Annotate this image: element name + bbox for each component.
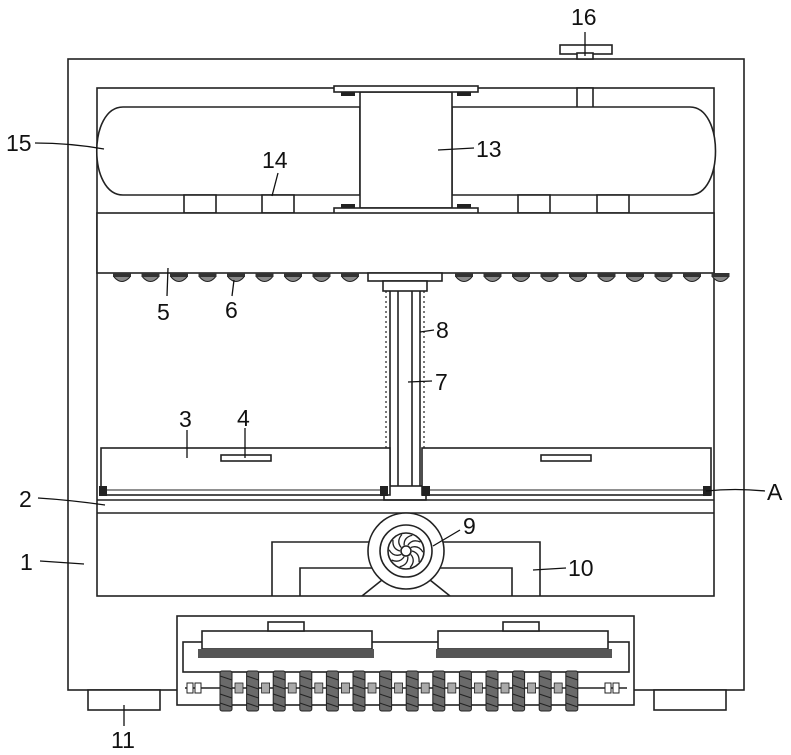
label-13: 13 — [476, 136, 502, 162]
nozzle — [313, 273, 331, 282]
label-11: 11 — [111, 727, 135, 753]
nozzle — [598, 273, 616, 282]
label-1: 1 — [20, 549, 33, 575]
roller-spacer — [235, 683, 243, 693]
roller-spacer — [474, 683, 482, 693]
roller-assembly — [177, 616, 634, 711]
roller — [353, 671, 365, 711]
roller-spacer — [421, 683, 429, 693]
nozzle — [341, 273, 359, 282]
nozzle — [512, 273, 530, 282]
label-7: 7 — [435, 369, 448, 395]
roller — [406, 671, 418, 711]
nozzle — [626, 273, 644, 282]
roller-end-cap — [187, 683, 193, 693]
nozzle — [569, 273, 587, 282]
label-9: 9 — [463, 513, 476, 539]
roller-spacer — [554, 683, 562, 693]
label-4: 4 — [237, 405, 250, 431]
roller — [486, 671, 498, 711]
roller — [247, 671, 259, 711]
roller — [513, 671, 525, 711]
roller — [273, 671, 285, 711]
label-2: 2 — [19, 486, 32, 512]
roller-end-cap — [605, 683, 611, 693]
roller — [220, 671, 232, 711]
roller-spacer — [368, 683, 376, 693]
label-10: 10 — [568, 555, 594, 581]
roller — [380, 671, 392, 711]
roller-spacer — [448, 683, 456, 693]
roller-end-cap — [195, 683, 201, 693]
label-A: A — [767, 479, 783, 505]
roller-spacer — [288, 683, 296, 693]
nozzle — [284, 273, 302, 282]
roller-spacer — [528, 683, 536, 693]
roller-spacer — [395, 683, 403, 693]
nozzle — [170, 273, 188, 282]
roller — [300, 671, 312, 711]
roller-spacer — [501, 683, 509, 693]
partition-plate — [97, 500, 714, 513]
nozzle — [113, 273, 131, 282]
top-knob — [560, 45, 612, 108]
roller-spacer — [262, 683, 270, 693]
nozzle — [655, 273, 673, 282]
nozzle — [227, 273, 245, 282]
nozzle — [142, 273, 160, 282]
roller — [566, 671, 578, 711]
nozzle — [541, 273, 559, 282]
nozzle — [256, 273, 274, 282]
label-14: 14 — [262, 147, 288, 173]
nozzle — [199, 273, 217, 282]
roller-spacer — [341, 683, 349, 693]
roller-end-cap — [613, 683, 619, 693]
label-6: 6 — [225, 297, 238, 323]
blower-fan — [368, 513, 444, 589]
label-5: 5 — [157, 299, 170, 325]
roller — [326, 671, 338, 711]
roller — [459, 671, 471, 711]
nozzle — [484, 273, 502, 282]
roller — [433, 671, 445, 711]
roller — [539, 671, 551, 711]
roller-spacer — [315, 683, 323, 693]
upper-plate — [97, 213, 714, 273]
nozzle — [683, 273, 701, 282]
nozzle — [455, 273, 473, 282]
label-8: 8 — [436, 317, 449, 343]
label-15: 15 — [6, 130, 32, 156]
label-16: 16 — [571, 4, 597, 30]
label-3: 3 — [179, 406, 192, 432]
